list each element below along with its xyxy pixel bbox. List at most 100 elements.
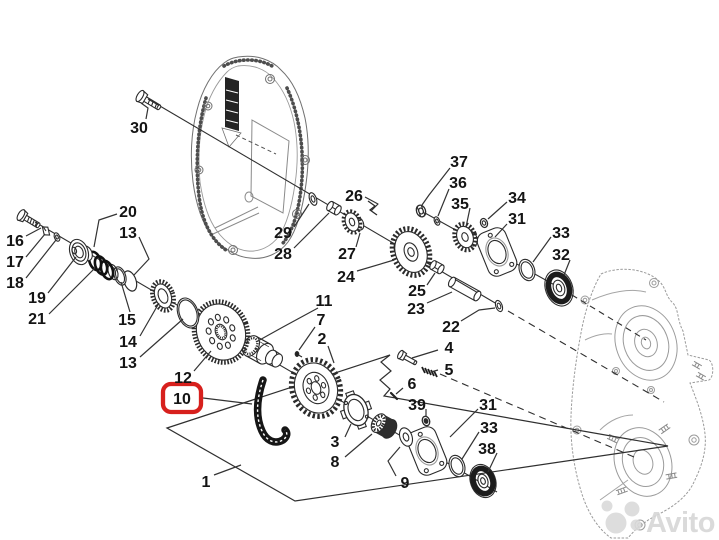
bolt-30-part	[135, 89, 162, 111]
chaincase-cover-drawing	[190, 55, 310, 259]
callout-37: 37	[450, 154, 468, 171]
callout-5: 5	[445, 362, 454, 379]
studs	[606, 360, 707, 496]
leader-31-2	[449, 408, 479, 438]
leader-28	[293, 212, 330, 249]
spacer-25-part	[429, 260, 445, 275]
leader-13-2	[139, 318, 184, 358]
lower-shaft-parts	[16, 208, 497, 499]
callout-22: 22	[442, 319, 460, 336]
pin-6-part	[389, 391, 399, 401]
callout-16: 16	[6, 233, 24, 250]
leader-5	[430, 369, 439, 373]
callout-10: 10	[173, 391, 191, 408]
avito-watermark: Avito	[601, 500, 715, 539]
bearing-32-part	[544, 269, 574, 307]
callout-36: 36	[449, 175, 467, 192]
ring-15-part	[113, 266, 127, 286]
watermark-text: Avito	[646, 507, 715, 539]
spring-stack-21-part	[87, 250, 115, 281]
leader-38	[487, 452, 498, 473]
highlight-box-10	[160, 381, 204, 415]
nut-34-part	[479, 217, 489, 229]
leader-4	[411, 349, 439, 359]
screw-7-part	[294, 351, 303, 358]
avito-logo-icon	[601, 500, 642, 534]
bearing-38-part	[469, 463, 497, 499]
leader-22	[460, 307, 496, 322]
callout-6: 6	[408, 376, 417, 393]
callout-38: 38	[478, 441, 496, 458]
callout-27: 27	[338, 246, 356, 263]
leader-16	[25, 227, 42, 237]
leader-8	[344, 433, 373, 458]
callout-13-2: 13	[119, 355, 137, 372]
bearing-8-part	[370, 413, 398, 439]
leader-14	[139, 302, 160, 337]
gear-27-part	[341, 209, 365, 235]
callout-33: 33	[552, 225, 570, 242]
leader-33-2	[461, 431, 480, 460]
leader-23	[426, 291, 453, 304]
washer-18-part	[53, 232, 61, 242]
callout-12: 12	[174, 370, 192, 387]
callout-8: 8	[331, 454, 340, 471]
leader-34	[487, 201, 508, 220]
callout-33-2: 33	[480, 420, 498, 437]
leader-21	[48, 267, 96, 315]
chain-texture	[195, 58, 305, 252]
leader-29	[293, 203, 310, 228]
callout-26: 26	[345, 188, 363, 205]
spring-5-part	[421, 366, 438, 378]
ring-13b-part	[176, 297, 200, 329]
callout-30: 30	[130, 120, 148, 137]
coupler-11-part	[241, 335, 284, 368]
hub-19-part	[68, 238, 93, 266]
leader-35	[465, 207, 471, 228]
spacer-28-part	[326, 200, 342, 216]
screw-4-part	[397, 349, 418, 366]
nut-39-part	[421, 415, 431, 427]
leader-15	[120, 281, 131, 313]
callout-13: 13	[119, 225, 137, 242]
leader-7	[298, 326, 316, 351]
leader-17	[25, 233, 46, 258]
leader-3	[344, 423, 352, 438]
callout-28: 28	[274, 246, 292, 263]
leader-13	[133, 236, 150, 276]
callout-24: 24	[337, 269, 355, 286]
seal-33-upper-part	[518, 258, 536, 282]
flange-31-lower-part	[406, 426, 448, 476]
leader-24	[356, 259, 395, 272]
lock-washer-17-part	[41, 226, 51, 236]
callout-34: 34	[508, 190, 526, 207]
washer-29-part	[308, 192, 318, 206]
callout-3: 3	[331, 434, 340, 451]
cam-ring-3-part	[339, 390, 373, 430]
callout-32: 32	[552, 247, 570, 264]
callout-1: 1	[202, 474, 211, 491]
leader-6	[395, 387, 404, 395]
leader-19	[47, 256, 77, 294]
leader-2	[327, 345, 335, 364]
leader-1	[213, 464, 242, 476]
leader-33	[532, 236, 552, 263]
leader-26	[364, 196, 379, 212]
crankcase-half-drawing	[570, 268, 714, 539]
key-26-part	[367, 200, 378, 216]
callout-21: 21	[28, 311, 46, 328]
leader-37	[421, 167, 451, 206]
leader-18	[25, 239, 57, 279]
assembly-panel-outline	[165, 354, 669, 502]
callout-39: 39	[408, 397, 426, 414]
callout-11: 11	[316, 293, 333, 310]
callout-31-2: 31	[479, 397, 497, 414]
callout-17: 17	[6, 254, 24, 271]
leader-27	[355, 232, 361, 248]
callout-35: 35	[451, 196, 469, 213]
leader-20	[93, 213, 118, 248]
washer-36-part	[433, 216, 441, 226]
